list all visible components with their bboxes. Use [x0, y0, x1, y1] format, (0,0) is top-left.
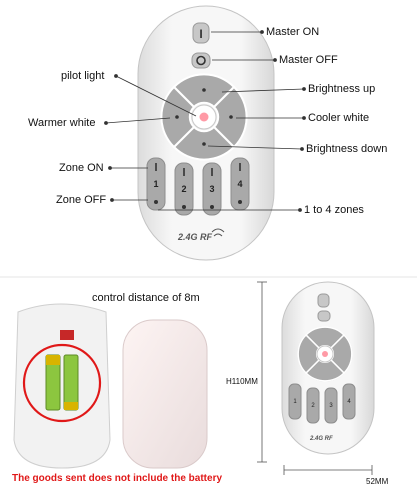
battery-compartment — [13, 303, 111, 469]
battery-contact — [60, 330, 74, 340]
label-cooler-white: Cooler white — [308, 112, 370, 124]
dot-icon — [202, 142, 206, 146]
brand-text: 2.4G RF — [177, 232, 213, 242]
pilot-light-led — [199, 112, 209, 122]
label-zones: 1 to 4 zones — [304, 204, 364, 216]
width-label: 52MM — [366, 477, 389, 486]
height-dimension — [257, 281, 267, 463]
label-pilot-light: pilot light — [61, 70, 105, 82]
d-pad — [160, 73, 248, 161]
small-remote: 1 2 3 4 2.4G RF — [281, 281, 375, 455]
callout-lines — [104, 30, 306, 212]
dot-icon — [229, 115, 233, 119]
label-brightness-down: Brightness down — [306, 143, 388, 155]
label-warmer-white: Warmer white — [28, 117, 96, 129]
zone-key-1[interactable]: 1 — [146, 157, 166, 211]
battery-2 — [63, 354, 79, 411]
dot-icon — [202, 88, 206, 92]
label-master-on: Master ON — [266, 26, 320, 38]
master-on-symbol: I — [199, 27, 202, 41]
zone-number: 1 — [153, 179, 158, 189]
zone-key-3[interactable]: 3 — [202, 162, 222, 216]
height-label: H110MM — [226, 377, 258, 386]
small-brand-text: 2.4G RF — [309, 436, 333, 442]
master-off-symbol — [196, 55, 206, 66]
main-remote: I 1 2 — [137, 5, 275, 261]
label-master-off: Master OFF — [279, 54, 338, 66]
small-zone-number: 1 — [293, 399, 297, 405]
small-zone-number: 2 — [311, 403, 315, 409]
small-zone-number: 4 — [347, 399, 351, 405]
zone-number: 3 — [209, 184, 214, 194]
zone-key-2[interactable]: 2 — [174, 162, 194, 216]
small-master-on — [317, 293, 330, 308]
wireless-icon — [211, 228, 225, 237]
label-zone-off: Zone OFF — [56, 194, 107, 206]
master-off-button[interactable] — [191, 52, 211, 69]
dot-icon — [175, 115, 179, 119]
battery-cover — [122, 319, 208, 469]
battery-notice: The goods sent does not include the batt… — [12, 473, 223, 484]
zone-key-4[interactable]: 4 — [230, 157, 250, 211]
label-brightness-up: Brightness up — [308, 83, 376, 95]
width-dimension — [283, 465, 373, 475]
master-on-button[interactable]: I — [192, 22, 210, 44]
zone-number: 2 — [181, 184, 186, 194]
zone-number: 4 — [237, 179, 242, 189]
battery-highlight-circle — [22, 343, 102, 423]
small-zone-number: 3 — [329, 403, 333, 409]
control-distance-label: control distance of 8m — [92, 292, 200, 304]
small-master-off — [317, 310, 331, 322]
label-zone-on: Zone ON — [59, 162, 104, 174]
